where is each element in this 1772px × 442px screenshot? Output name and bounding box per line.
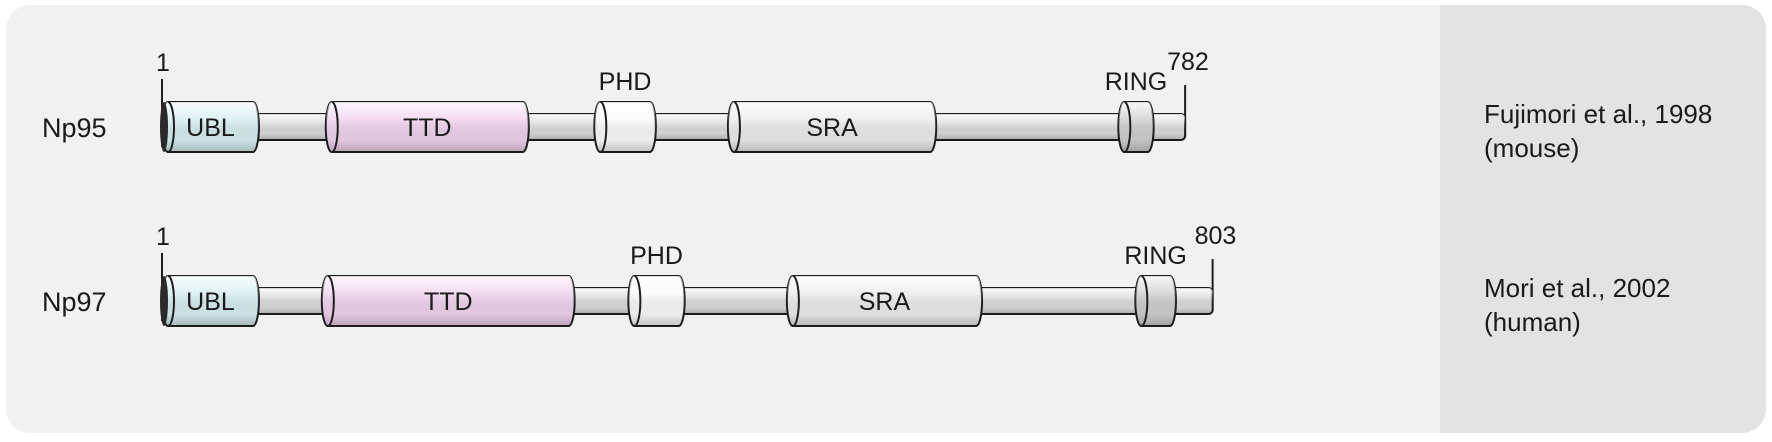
reference-line: Mori et al., 2002 <box>1484 273 1670 303</box>
reference-panel-cap <box>1440 5 1470 433</box>
domain-edge <box>634 275 642 327</box>
domain-label: TTD <box>424 288 473 316</box>
domain-shade <box>628 276 685 326</box>
domain-edge <box>331 101 339 153</box>
start-label: 1 <box>156 223 170 251</box>
domain-phd: PHD <box>627 242 686 327</box>
domain-ubl: UBL <box>161 275 260 327</box>
domain-label: UBL <box>186 288 235 316</box>
reference-line: (human) <box>1484 307 1581 337</box>
domain-ttd: TTD <box>324 101 530 153</box>
domain-shade <box>321 276 575 326</box>
domain-ttd: TTD <box>320 275 576 327</box>
domain-shade <box>325 102 529 152</box>
domain-label: PHD <box>599 68 652 96</box>
domain-edge <box>1123 101 1132 153</box>
domain-shade <box>162 102 259 152</box>
domain-label: RING <box>1105 68 1168 96</box>
protein-name: Np97 <box>42 287 107 317</box>
domain-shade <box>594 102 656 152</box>
domain-edge <box>167 275 175 327</box>
domain-shade <box>1118 102 1154 152</box>
backbone-shade <box>162 288 1213 314</box>
domain-shade <box>1135 276 1176 326</box>
domain-ring: RING <box>1124 242 1187 327</box>
domain-sra: SRA <box>785 275 984 327</box>
domain-label: SRA <box>859 288 911 316</box>
domain-edge <box>733 101 741 153</box>
domain-label: UBL <box>186 114 235 142</box>
n-terminus-cap <box>160 102 168 152</box>
domain-edge <box>792 275 800 327</box>
domain-edge <box>1141 275 1149 327</box>
domain-shade <box>727 102 937 152</box>
reference-line: Fujimori et al., 1998 <box>1484 99 1712 129</box>
end-label: 803 <box>1195 222 1237 250</box>
domain-shade <box>786 276 983 326</box>
protein-name: Np95 <box>42 113 107 143</box>
reference-panel <box>1440 5 1766 433</box>
end-label: 782 <box>1167 48 1209 76</box>
domain-edge <box>599 101 608 153</box>
n-terminus-cap <box>160 276 168 326</box>
domain-phd: PHD <box>593 68 657 153</box>
domain-label: RING <box>1124 242 1187 270</box>
domain-ubl: UBL <box>161 101 260 153</box>
domain-shade <box>162 276 259 326</box>
start-label: 1 <box>156 49 170 77</box>
domain-label: PHD <box>630 242 683 270</box>
domain-edge <box>167 101 175 153</box>
domain-label: SRA <box>806 114 858 142</box>
domain-sra: SRA <box>726 101 938 153</box>
domain-ring: RING <box>1105 68 1168 153</box>
backbone-shade <box>162 114 1186 140</box>
domain-label: TTD <box>403 114 452 142</box>
domain-edge <box>327 275 335 327</box>
reference-line: (mouse) <box>1484 133 1579 163</box>
